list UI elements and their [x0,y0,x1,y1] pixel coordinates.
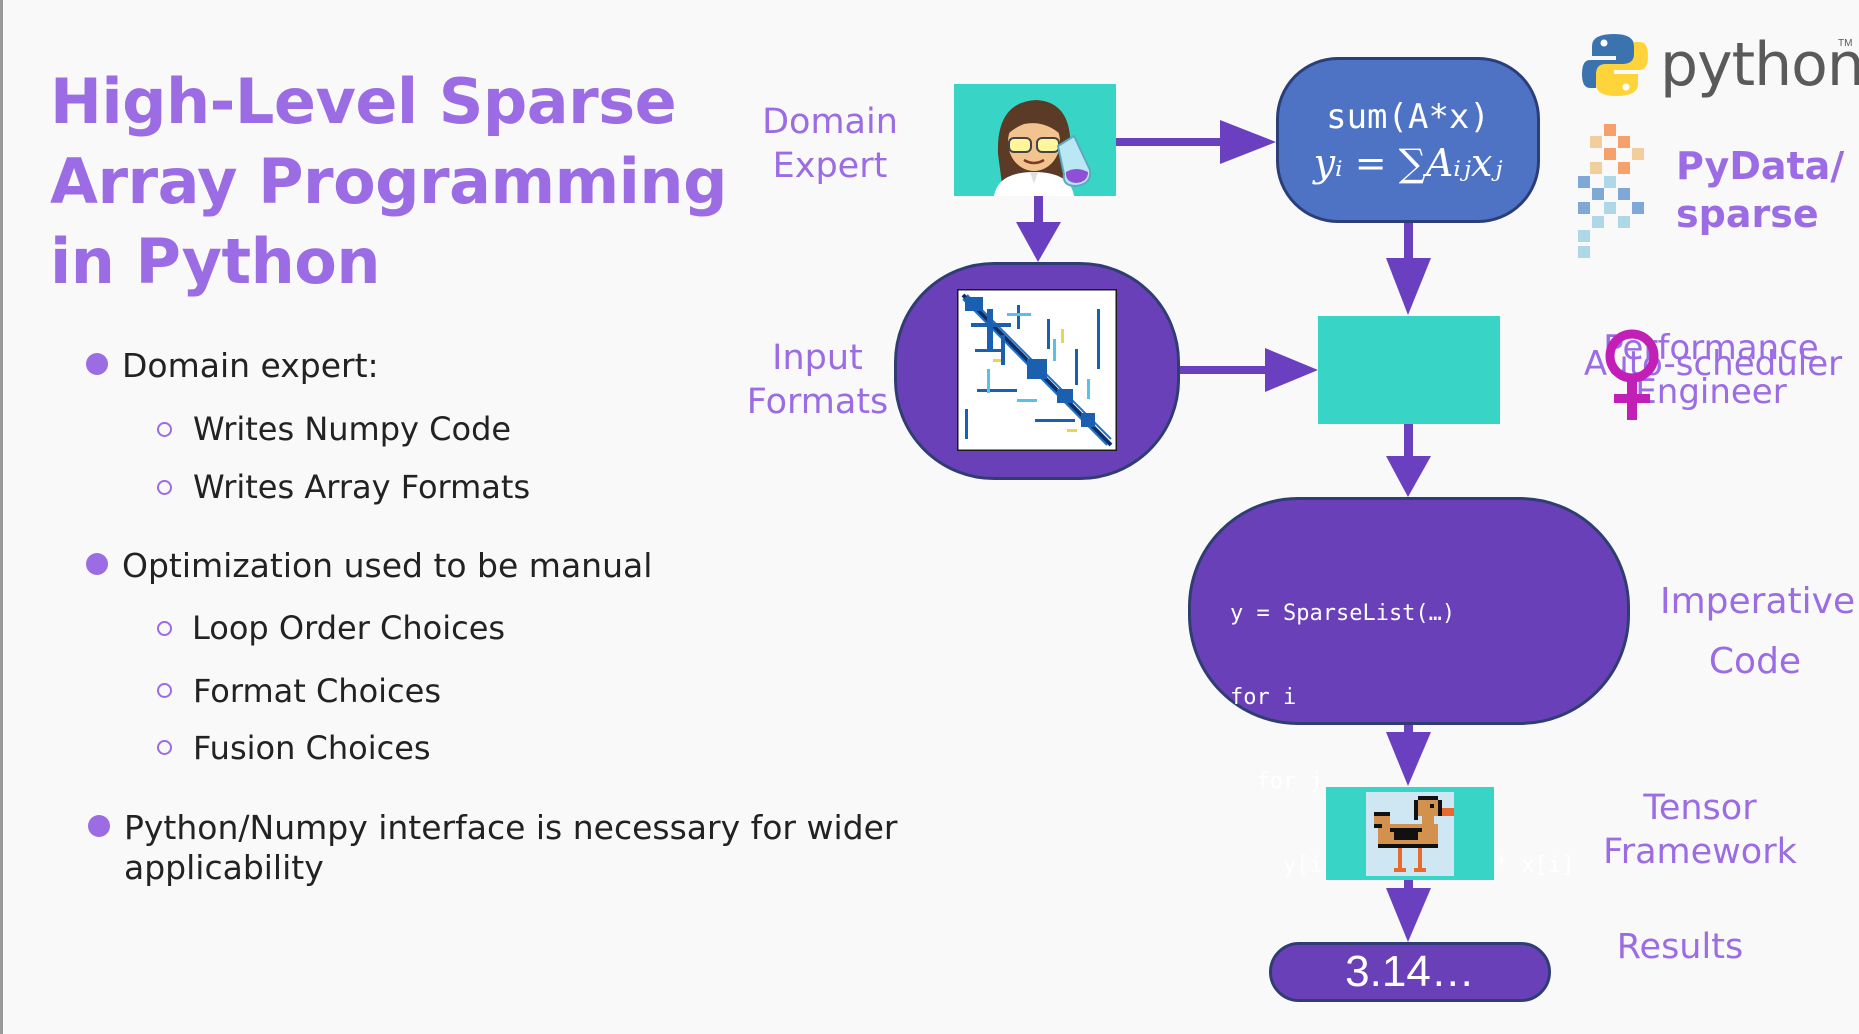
label-domain-expert: Domain Expert [745,100,915,188]
label-input-formats: Input Formats [740,336,895,424]
arrow-shaft [1178,366,1268,374]
title-line: Array Programming [50,145,727,218]
formula-math: yᵢ = ∑Aᵢⱼxⱼ [1313,141,1503,185]
pydata-sparse-label: PyData/ sparse [1676,142,1844,238]
pydata-sparse-logo-icon [1578,124,1644,258]
sub-bullet-ring [157,480,172,495]
female-sign-icon [1605,329,1659,420]
arrow-shaft [1404,424,1413,460]
formula-node: sum(A*x) yᵢ = ∑Aᵢⱼxⱼ [1276,57,1540,223]
bullet-domain-expert: Domain expert: [122,346,379,385]
bullet-line: Python/Numpy interface is necessary for … [124,808,898,847]
arrow-shaft [1404,222,1413,260]
sub-bullet-text: Writes Array Formats [193,468,531,506]
arrow-head [1265,348,1318,392]
formula-code: sum(A*x) [1326,97,1490,137]
sub-bullet-text: Writes Numpy Code [193,410,512,448]
imperative-code-node [1188,497,1630,725]
label-line: Formats [746,382,889,422]
python-logo-icon [1582,34,1648,96]
sub-bullet-text: Fusion Choices [193,729,431,767]
arrow-head [1386,732,1431,786]
trademark-sign: TM [1838,38,1853,49]
code-line: for i [1230,685,1297,710]
scientist-icon [994,100,1092,196]
label-line: Expert [772,146,888,186]
sparse-matrix-icon [957,289,1117,451]
code-line: for j [1230,769,1323,794]
label-line: sparse [1676,192,1819,236]
autoscheduler-box [1318,316,1500,424]
label-line: Engineer [1635,372,1787,412]
bullet-line: applicability [124,848,324,887]
title-line: in Python [50,225,381,298]
sub-bullet-text: Format Choices [193,672,441,710]
label-tensor-framework: Tensor Framework [1590,786,1810,874]
sub-bullet-ring [157,740,172,755]
arrow-shaft [1116,138,1222,146]
sub-bullet-ring [157,422,172,437]
domain-expert-box [954,84,1116,196]
arrow-shaft [1034,196,1043,226]
bullet-optimization: Optimization used to be manual [122,546,653,585]
label-line: Tensor [1643,788,1757,828]
python-wordmark: python [1660,30,1859,100]
arrow-head [1386,258,1431,315]
slide-title: High-Level Sparse Array Programming in P… [50,62,750,302]
title-line: High-Level Sparse [50,65,677,138]
bullet-dot [86,553,108,575]
code-line: y = SparseList(…) [1230,601,1456,626]
input-formats-node [894,262,1180,480]
bullet-python-interface: Python/Numpy interface is necessary for … [124,808,897,888]
label-line: PyData/ [1676,144,1845,188]
bullet-dot [88,815,110,837]
label-imperative-code: Imperative Code [1660,572,1856,692]
result-node: 3.14… [1269,942,1551,1002]
arrow-head [1386,456,1431,497]
arrow-head [1016,222,1061,262]
label-line: Framework [1603,832,1797,872]
label-line: Domain [762,102,898,142]
label-line: Input [772,338,863,378]
label-line: Imperative [1660,581,1856,622]
pixel-duck-icon [1366,792,1454,876]
sub-bullet-text: Loop Order Choices [192,609,506,647]
sub-bullet-ring [157,621,172,636]
arrow-head [1386,888,1431,942]
bullet-dot [86,353,108,375]
arrow-head [1220,120,1276,164]
slide-edge [0,0,3,1034]
sub-bullet-ring [157,683,172,698]
label-results: Results [1616,927,1744,967]
label-line: Code [1708,641,1802,682]
